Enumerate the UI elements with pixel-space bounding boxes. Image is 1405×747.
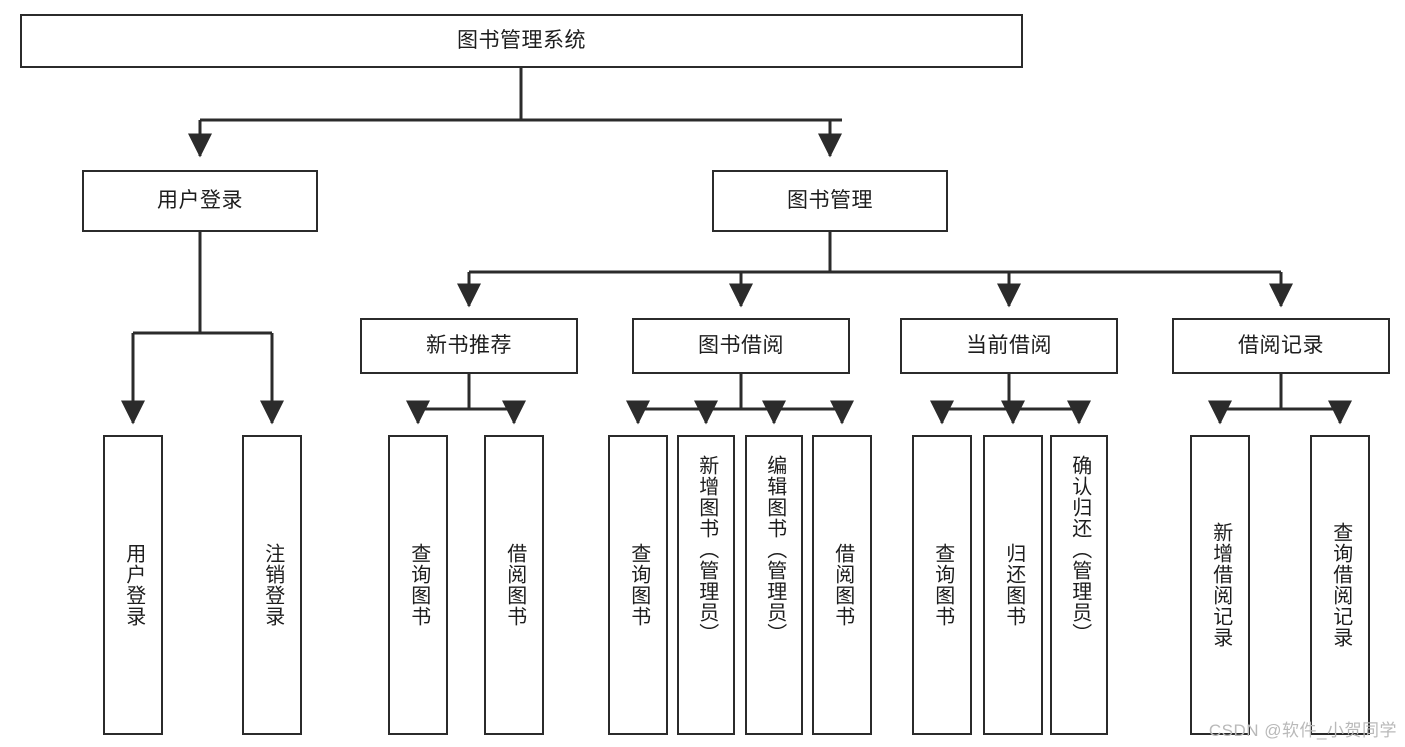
node-leaf-edit-book-admin[interactable]: 编辑图书（管理员） <box>745 435 803 735</box>
node-leaf-borrow-book-label: 借阅图书 <box>831 543 854 627</box>
node-leaf-return-book-label: 归还图书 <box>1002 543 1025 627</box>
node-leaf-query-book-borrow-label: 查询图书 <box>627 543 650 627</box>
node-leaf-user-logout[interactable]: 注销登录 <box>242 435 302 735</box>
node-current-borrow-label: 当前借阅 <box>966 333 1052 357</box>
node-new-book-rec-label: 新书推荐 <box>426 333 512 357</box>
node-leaf-query-book-rec[interactable]: 查询图书 <box>388 435 448 735</box>
node-leaf-query-book-rec-label: 查询图书 <box>407 543 430 627</box>
node-leaf-borrow-book-rec-label: 借阅图书 <box>503 543 526 627</box>
node-leaf-add-borrow-record-label: 新增借阅记录 <box>1209 522 1232 648</box>
node-user-login[interactable]: 用户登录 <box>82 170 318 232</box>
node-leaf-return-book[interactable]: 归还图书 <box>983 435 1043 735</box>
node-root[interactable]: 图书管理系统 <box>20 14 1023 68</box>
node-leaf-borrow-book-rec[interactable]: 借阅图书 <box>484 435 544 735</box>
node-user-login-label: 用户登录 <box>157 188 243 212</box>
node-leaf-confirm-return-admin[interactable]: 确认归还（管理员） <box>1050 435 1108 735</box>
node-leaf-add-book-admin-label: 新增图书（管理员） <box>695 455 718 644</box>
node-leaf-user-login[interactable]: 用户登录 <box>103 435 163 735</box>
node-leaf-add-book-admin[interactable]: 新增图书（管理员） <box>677 435 735 735</box>
node-leaf-borrow-book[interactable]: 借阅图书 <box>812 435 872 735</box>
node-leaf-query-book-current[interactable]: 查询图书 <box>912 435 972 735</box>
node-current-borrow[interactable]: 当前借阅 <box>900 318 1118 374</box>
node-leaf-edit-book-admin-label: 编辑图书（管理员） <box>763 455 786 644</box>
node-book-borrow[interactable]: 图书借阅 <box>632 318 850 374</box>
node-leaf-add-borrow-record[interactable]: 新增借阅记录 <box>1190 435 1250 735</box>
node-borrow-record-label: 借阅记录 <box>1238 333 1324 357</box>
node-leaf-user-login-label: 用户登录 <box>122 543 145 627</box>
node-borrow-record[interactable]: 借阅记录 <box>1172 318 1390 374</box>
node-book-borrow-label: 图书借阅 <box>698 333 784 357</box>
node-root-label: 图书管理系统 <box>457 28 586 52</box>
node-leaf-query-borrow-record[interactable]: 查询借阅记录 <box>1310 435 1370 735</box>
node-leaf-confirm-return-admin-label: 确认归还（管理员） <box>1068 455 1091 644</box>
node-book-manage[interactable]: 图书管理 <box>712 170 948 232</box>
node-leaf-query-book-current-label: 查询图书 <box>931 543 954 627</box>
node-leaf-query-book-borrow[interactable]: 查询图书 <box>608 435 668 735</box>
node-leaf-user-logout-label: 注销登录 <box>261 543 284 627</box>
connector-lines <box>121 68 1352 425</box>
node-leaf-query-borrow-record-label: 查询借阅记录 <box>1329 522 1352 648</box>
node-book-manage-label: 图书管理 <box>787 188 873 212</box>
node-new-book-rec[interactable]: 新书推荐 <box>360 318 578 374</box>
